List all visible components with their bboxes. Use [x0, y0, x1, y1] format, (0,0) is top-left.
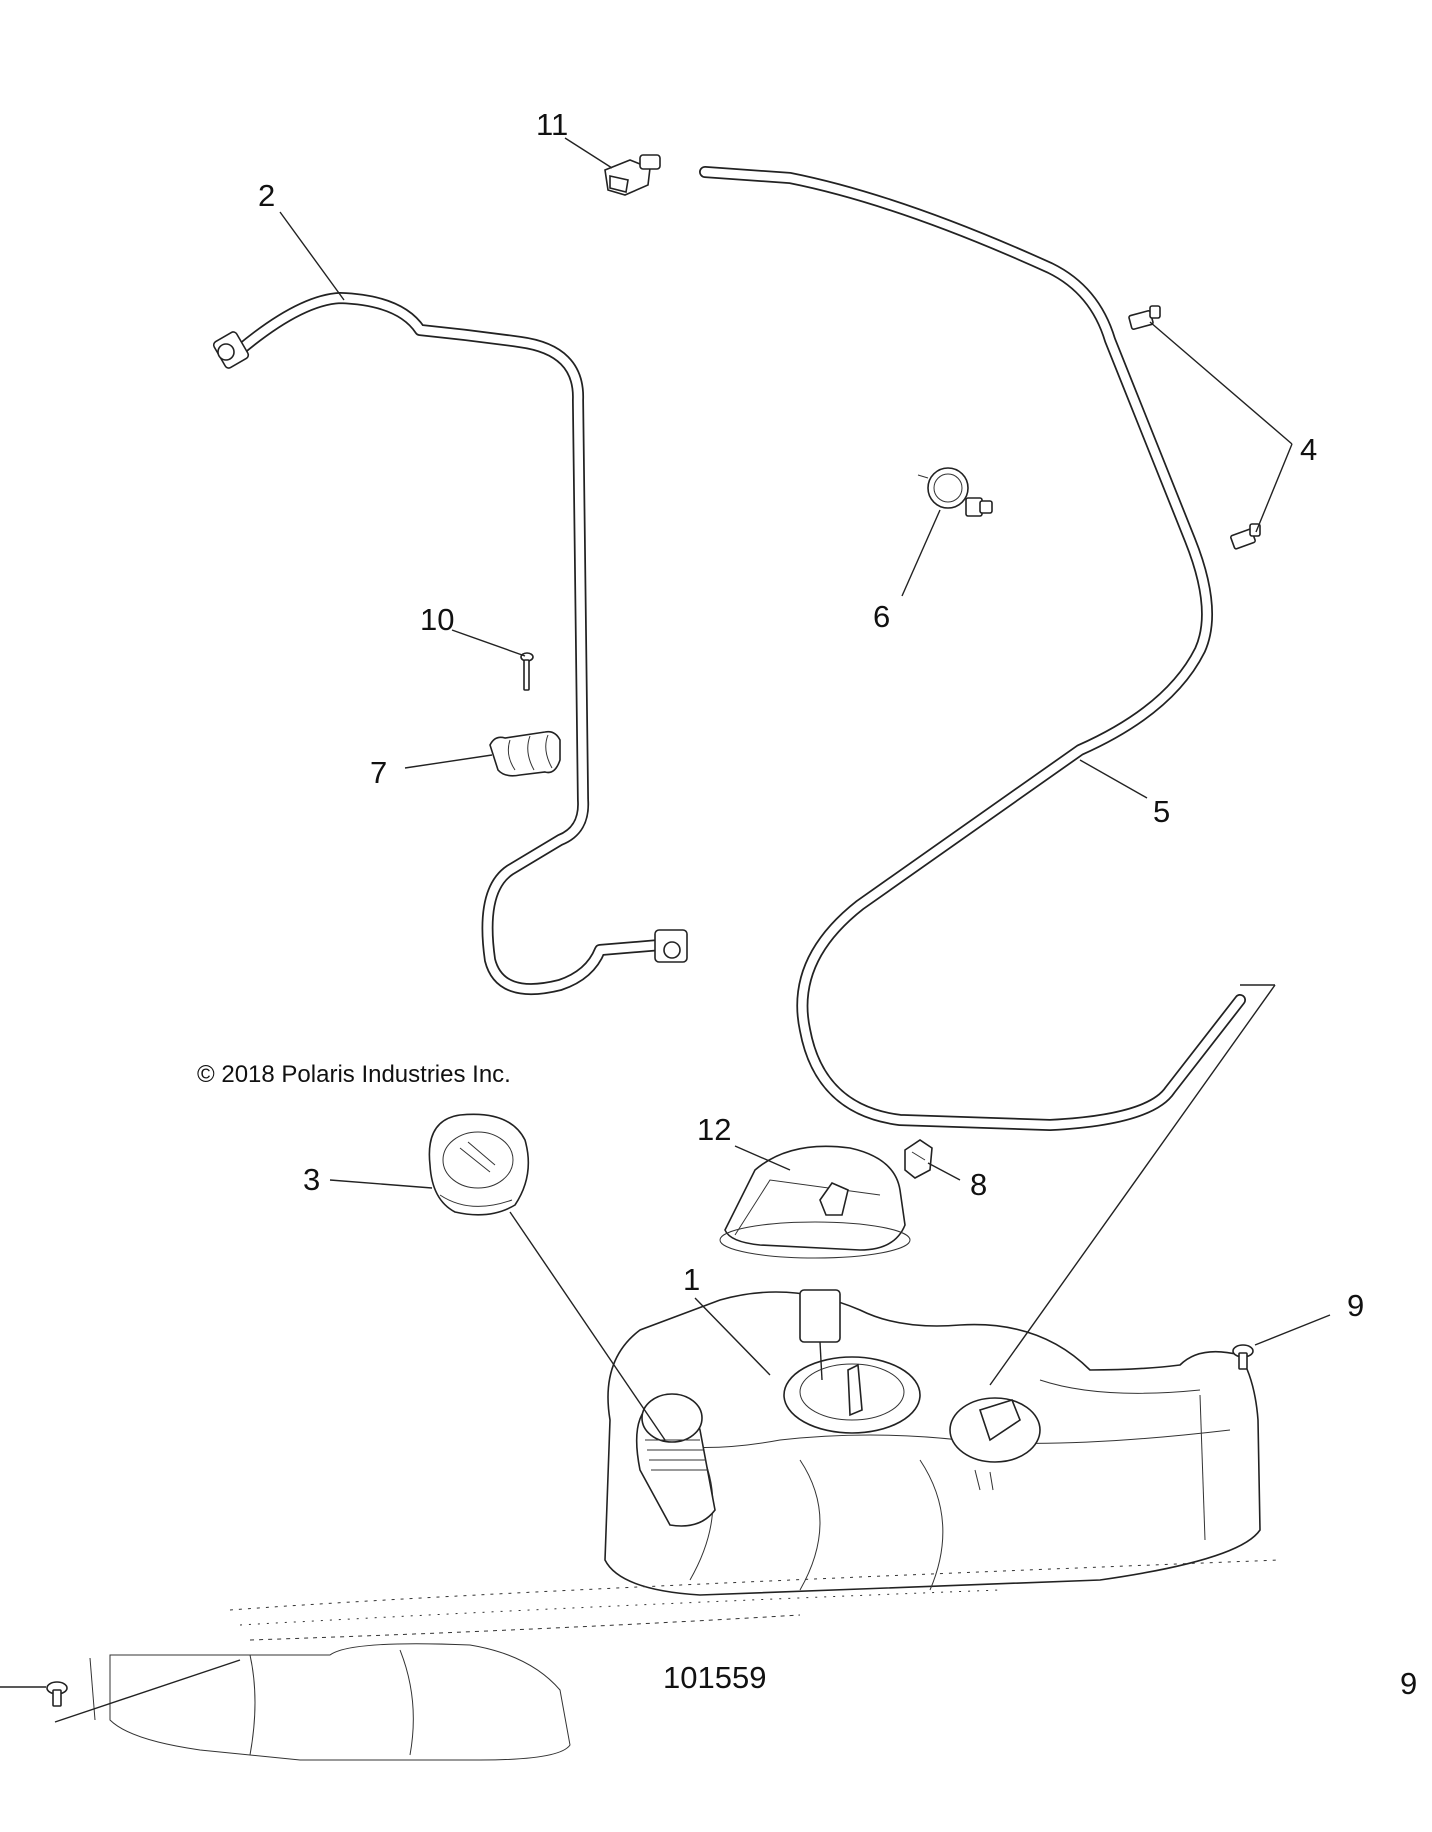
- fuel-hose-2: [212, 292, 688, 996]
- callout-4: 4: [1300, 432, 1317, 467]
- callout-10: 10: [420, 602, 454, 637]
- filler-neck: [635, 1393, 716, 1527]
- elbow-fitting-11: [604, 154, 661, 196]
- callout-6: 6: [873, 599, 890, 634]
- callout-1: 1: [683, 1262, 700, 1297]
- callout-3: 3: [303, 1162, 320, 1197]
- fuel-cap-3: [428, 1113, 530, 1216]
- callout-7: 7: [370, 755, 387, 790]
- hose-clamp-6: [917, 467, 993, 517]
- vent-hose-5: [699, 166, 1246, 1131]
- callout-12: 12: [697, 1112, 731, 1147]
- callout-2: 2: [258, 178, 275, 213]
- hose-clip-7: [489, 730, 561, 777]
- clip-4-lower: [1230, 523, 1261, 550]
- figure-number: 101559: [663, 1660, 766, 1695]
- noise-band: [229, 1559, 1281, 1641]
- hose-2-lower-connector: [654, 929, 688, 963]
- callout-9-second: 9: [1400, 1666, 1417, 1701]
- hose-2-upper-connector: [212, 331, 250, 369]
- callout-9: 9: [1347, 1288, 1364, 1323]
- copyright-notice: © 2018 Polaris Industries Inc.: [197, 1061, 511, 1088]
- vent-valve: [949, 1397, 1041, 1491]
- leader-lines: [0, 137, 1331, 1723]
- clip-4-upper: [1128, 305, 1161, 330]
- pump-cover-12: [719, 1145, 911, 1259]
- screw-9-right: [1232, 1344, 1254, 1370]
- clip-8: [904, 1139, 933, 1179]
- tank-ghost-view: [89, 1643, 571, 1761]
- callout-8: 8: [970, 1167, 987, 1202]
- screw-9-left: [46, 1681, 68, 1707]
- callout-11: 11: [536, 107, 568, 142]
- push-rivet-10: [520, 652, 534, 691]
- fuel-pump-module: [783, 1289, 921, 1434]
- callout-5: 5: [1153, 794, 1170, 829]
